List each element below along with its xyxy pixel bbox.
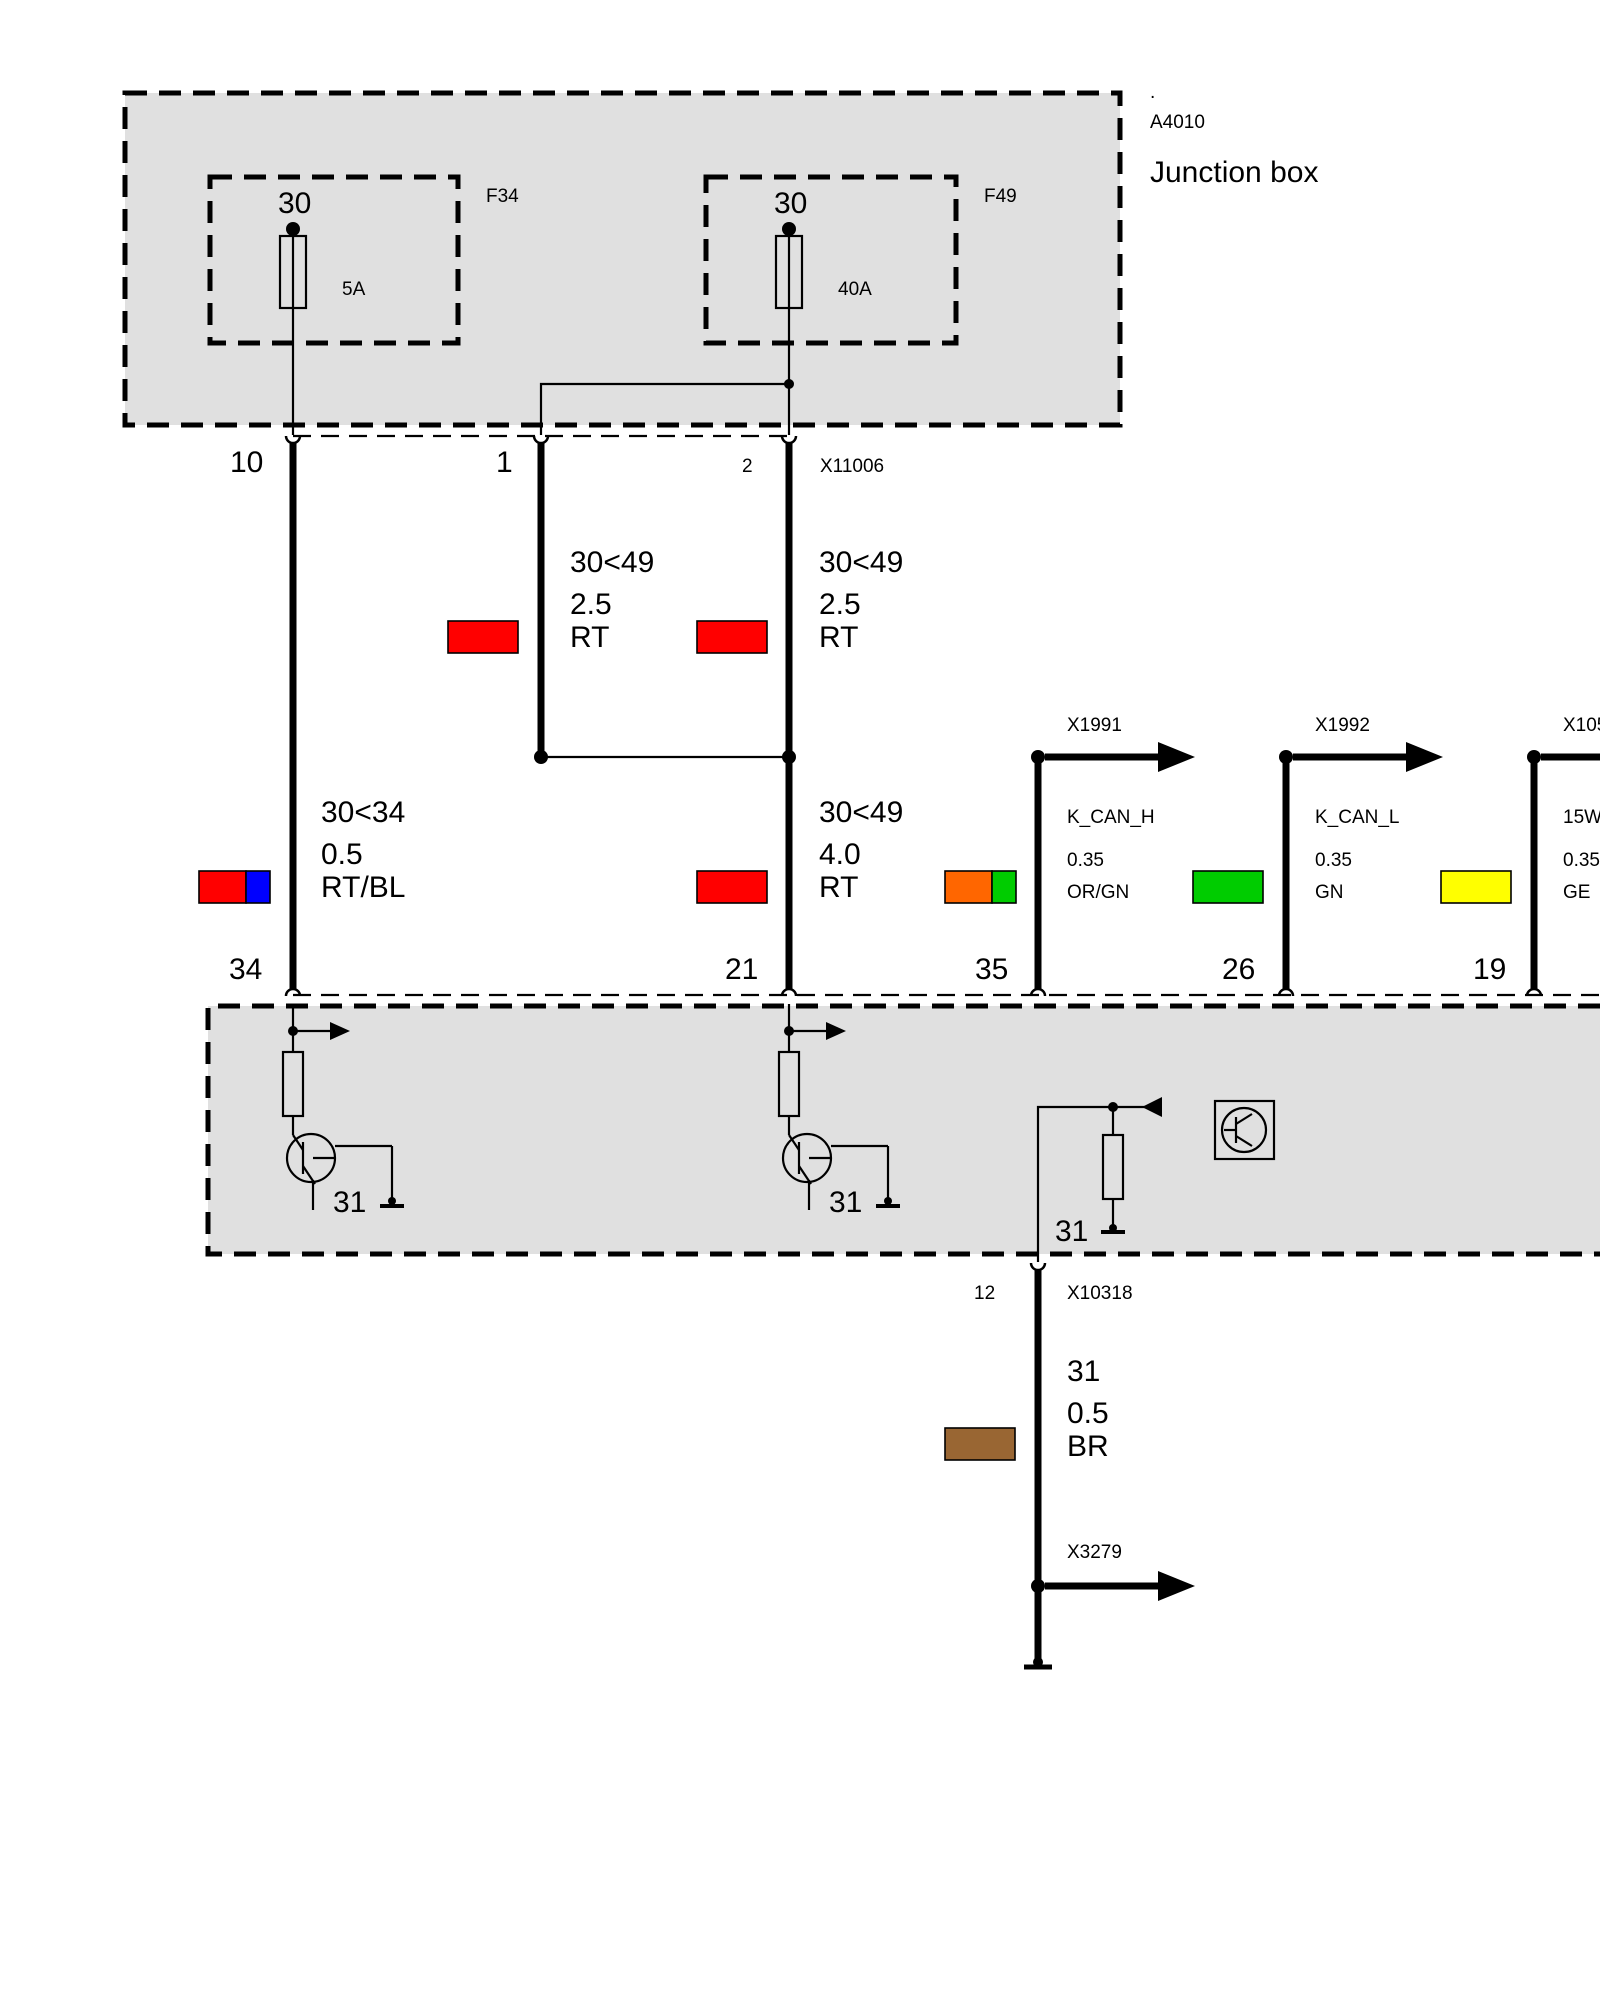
- output-stage-2-arrow-icon: [826, 1022, 846, 1040]
- branch-x105-gauge: 0.35: [1563, 850, 1600, 871]
- control-module: 31 31: [205, 1003, 1600, 1262]
- module-pin-19: 19: [1473, 953, 1506, 986]
- junction-box: . A4010 Junction box: [122, 82, 1318, 428]
- wire-pin1-gauge: 2.5: [570, 588, 612, 621]
- module-pin-35: 35: [975, 953, 1008, 986]
- branch-x1992-color-chip: [1192, 870, 1264, 904]
- wire-pin1-color-chip: [447, 620, 519, 654]
- fuse-f34: 30 F34 5A: [207, 174, 519, 435]
- wire-pin2-color-chip: [696, 620, 768, 654]
- ground-wire: 12 X10318 31 0.5 BR X3279: [944, 1262, 1195, 1670]
- ground-stage-input-arrow-icon: [1142, 1097, 1162, 1117]
- branch-x1992-connector: X1992: [1315, 715, 1370, 736]
- fuse-f34-rating: 5A: [342, 279, 366, 300]
- branch-x1991-color-code: OR/GN: [1067, 882, 1129, 903]
- fuse-f34-id: F34: [486, 186, 519, 207]
- branch-x1991-arrow-icon: [1158, 742, 1195, 772]
- fuse-f49-terminal: 30: [774, 187, 807, 220]
- branch-x105-color-chip: [1440, 870, 1512, 904]
- branch-x1991-connector: X1991: [1067, 715, 1122, 736]
- output-stage-2: 31: [777, 1004, 900, 1219]
- branch-x1991-color-chip-stripe: [991, 870, 1017, 904]
- fuse-f49-junction: [784, 379, 794, 389]
- wire-pin10-34: 30<34 0.5 RT/BL: [198, 443, 405, 990]
- module-transistor-symbol-icon: [1213, 1099, 1276, 1161]
- branch-x1992-signal: K_CAN_L: [1315, 807, 1400, 828]
- ground-next-arrow-icon: [1158, 1571, 1195, 1601]
- branch-x1991-signal: K_CAN_H: [1067, 807, 1155, 828]
- branch-x105-signal: 15W: [1563, 807, 1600, 828]
- branch-x1992-arrow-icon: [1406, 742, 1443, 772]
- fuse-f49-rating: 40A: [838, 279, 872, 300]
- connector-x11006-id: X11006: [820, 456, 884, 477]
- module-pin-21: 21: [725, 953, 758, 986]
- ground-next-connector: X3279: [1067, 1542, 1122, 1563]
- ground-gauge-label: 0.5: [1067, 1397, 1109, 1430]
- fuse-f34-terminal: 30: [278, 187, 311, 220]
- pin-1-label: 1: [496, 446, 513, 479]
- branch-x105-color-code: GE: [1563, 882, 1590, 903]
- fuse-f49-terminal-dot: [782, 222, 796, 236]
- wire-pin2-color-code: RT: [819, 621, 858, 654]
- connector-x11006: 10 1 2 X11006: [230, 434, 884, 479]
- ground-color-code: BR: [1067, 1430, 1109, 1463]
- branch-x1991: X1991 K_CAN_H 0.35 OR/GN: [944, 715, 1195, 990]
- fuse-f34-terminal-dot: [286, 222, 300, 236]
- ground-symbol-icon: [1033, 1657, 1043, 1667]
- wire-pin10-circuit: 30<34: [321, 796, 405, 829]
- junction-box-title: Junction box: [1150, 156, 1318, 189]
- branch-x1992-gauge: 0.35: [1315, 850, 1352, 871]
- wire-pin2-circuit: 30<49: [819, 546, 903, 579]
- fuse-f49-id: F49: [984, 186, 1017, 207]
- branch-x1992-color-code: GN: [1315, 882, 1344, 903]
- pin-10-label: 10: [230, 446, 263, 479]
- branch-x105-connector: X105: [1563, 715, 1600, 736]
- ground-color-chip: [944, 1427, 1016, 1461]
- output-stage-1-ground-label: 31: [333, 1186, 366, 1219]
- wire-21-gauge: 4.0: [819, 838, 861, 871]
- wire-pin1-circuit: 30<49: [570, 546, 654, 579]
- wire-pin2: 30<49 2.5 RT: [696, 443, 903, 757]
- pin-2-label: 2: [742, 456, 753, 477]
- junction-box-id: A4010: [1150, 112, 1205, 133]
- wire-21-color-code: RT: [819, 871, 858, 904]
- output-stage-1-arrow-icon: [330, 1022, 350, 1040]
- fuse-f49: 30 F49 40A: [539, 174, 1017, 435]
- branch-x1991-gauge: 0.35: [1067, 850, 1104, 871]
- wire-pin1-color-code: RT: [570, 621, 609, 654]
- output-stage-2-ground-label: 31: [829, 1186, 862, 1219]
- branch-x1991-color-chip-main: [944, 870, 993, 904]
- wire-21-color-chip: [696, 870, 768, 904]
- ground-pin-label: 12: [974, 1283, 995, 1304]
- wire-splice-21: 30<49 4.0 RT: [696, 757, 903, 990]
- branch-x1992: X1992 K_CAN_L 0.35 GN: [1192, 715, 1443, 990]
- module-connector: 34 21 35 26 19: [229, 953, 1600, 997]
- wire-splice: [541, 750, 796, 764]
- module-pin-26: 26: [1222, 953, 1255, 986]
- module-pin-34: 34: [229, 953, 262, 986]
- wire-pin10-gauge: 0.5: [321, 838, 363, 871]
- output-stage-1: 31: [281, 1004, 404, 1219]
- ground-stage: 31: [1036, 1097, 1162, 1262]
- junction-box-dot: .: [1150, 82, 1155, 103]
- ground-connector-label: X10318: [1067, 1283, 1133, 1304]
- ground-stage-label: 31: [1055, 1215, 1088, 1248]
- ground-circuit-label: 31: [1067, 1355, 1100, 1388]
- wire-pin1: 30<49 2.5 RT: [447, 443, 654, 764]
- wire-pin2-gauge: 2.5: [819, 588, 861, 621]
- wire-pin10-color-code: RT/BL: [321, 871, 405, 904]
- branch-x105: X105 15W 0.35 GE: [1440, 715, 1600, 990]
- wire-21-circuit: 30<49: [819, 796, 903, 829]
- wire-pin10-color-chip-main: [198, 870, 247, 904]
- wire-pin10-color-chip-stripe: [245, 870, 271, 904]
